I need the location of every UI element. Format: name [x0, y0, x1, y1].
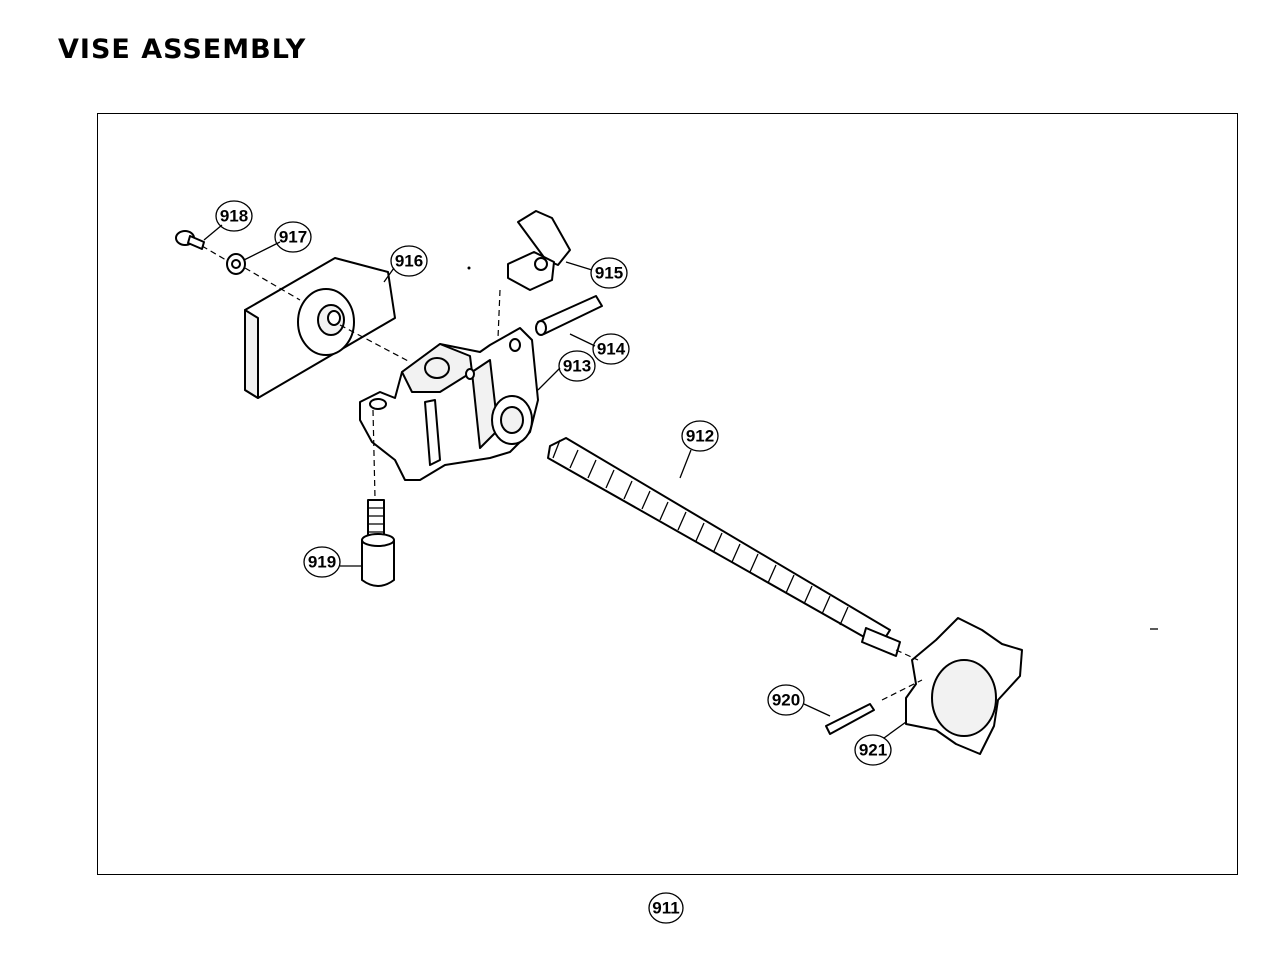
callout-921-label: 921	[859, 741, 887, 760]
callout-921: 921	[854, 734, 892, 766]
callout-914: 914	[592, 333, 630, 365]
assembly-number: 911	[648, 892, 684, 924]
assembly-lines	[201, 245, 923, 701]
callout-912-label: 912	[686, 427, 714, 446]
callout-915-label: 915	[595, 264, 623, 283]
callout-914-label: 914	[597, 340, 626, 359]
lead-screw-part	[547, 437, 901, 657]
callout-919-label: 919	[308, 553, 336, 572]
callout-920-label: 920	[772, 691, 800, 710]
page-title: VISE ASSEMBLY	[58, 34, 307, 65]
pin-part	[535, 295, 603, 336]
callout-916: 916	[390, 245, 428, 277]
callout-917-label: 917	[279, 228, 307, 247]
stray-mark	[467, 266, 471, 270]
clamp-lever-part	[507, 210, 571, 291]
assembly-number-label: 911	[652, 899, 679, 918]
callout-912: 912	[681, 420, 719, 452]
callout-915: 915	[590, 257, 628, 289]
callout-918: 918	[215, 200, 253, 232]
drawing-frame	[97, 113, 1238, 875]
star-knob-part	[905, 617, 1023, 755]
callout-920: 920	[767, 684, 805, 716]
callout-919: 919	[303, 546, 341, 578]
callout-913-label: 913	[563, 357, 591, 376]
callout-913: 913	[558, 350, 596, 382]
screw-part	[175, 230, 205, 250]
jaw-plate-part	[244, 257, 396, 399]
leader-lines	[203, 224, 907, 739]
roll-pin-part	[825, 703, 875, 735]
stud-part	[361, 499, 395, 587]
washer-part	[226, 253, 246, 275]
callout-918-label: 918	[220, 207, 248, 226]
callout-917: 917	[274, 221, 312, 253]
callout-916-label: 916	[395, 252, 423, 271]
screw-thread-marks	[552, 439, 849, 626]
vise-body-part	[359, 327, 539, 481]
